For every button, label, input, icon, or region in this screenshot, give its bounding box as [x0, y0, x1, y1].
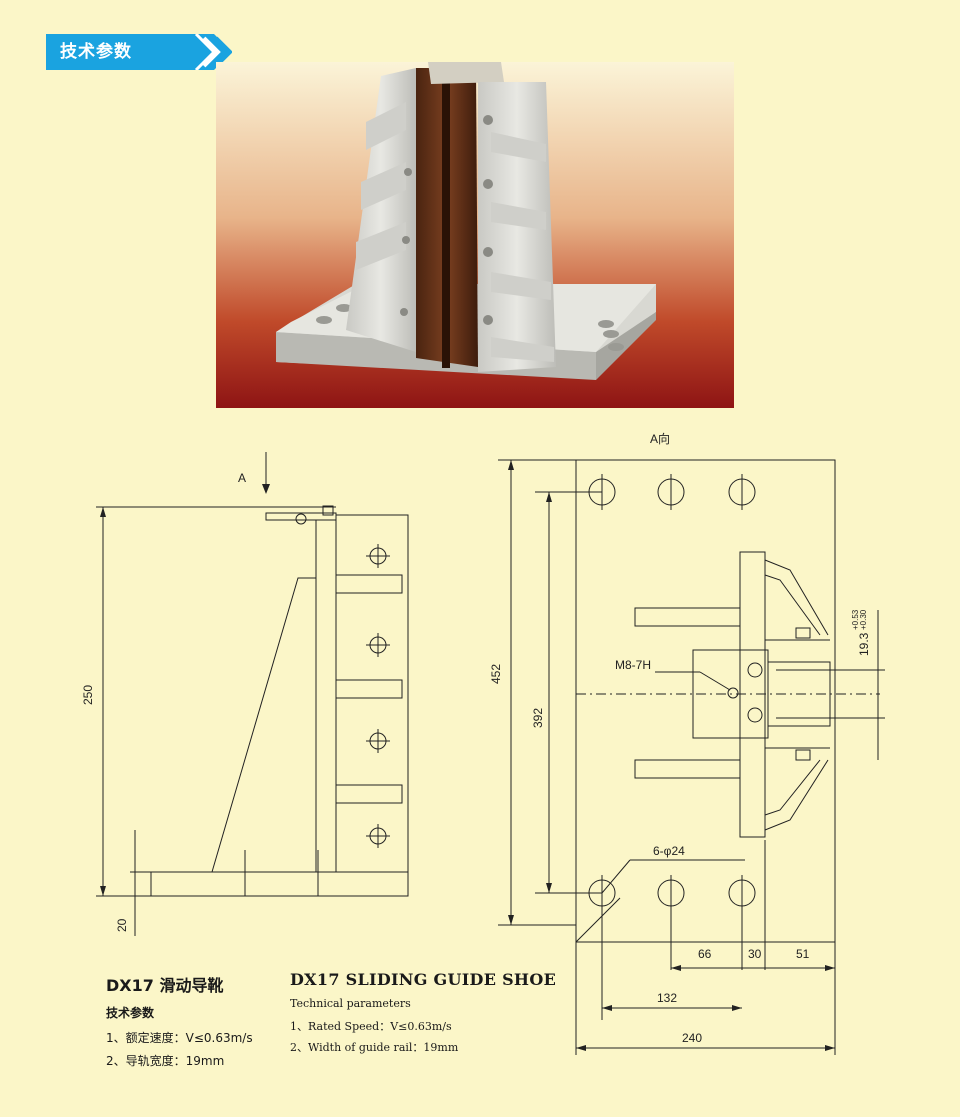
dim-250-label: 250 [81, 685, 95, 705]
caption-cn-subtitle: 技术参数 [106, 1006, 155, 1020]
banner-bar [46, 34, 196, 70]
product-photo [216, 62, 734, 408]
bolt-symbols [366, 544, 390, 848]
caption-en-line-2: 2、Width of guide rail：19mm [290, 1041, 459, 1054]
section-title: 技术参数 [60, 42, 132, 62]
thread-label: M8-7H [615, 658, 651, 672]
tolerance-upper-label: +0.53 [851, 609, 860, 630]
caption-en-line-1: 1、Rated Speed：V≤0.63m/s [290, 1020, 452, 1033]
caption-cn-title: DX17 滑动导靴 [106, 976, 224, 995]
caption-cn-line-2: 2、导轨宽度：19mm [106, 1054, 225, 1068]
dim-132-label: 132 [657, 991, 677, 1005]
chevron-arrows-icon [194, 34, 232, 70]
caption-cn-line-1: 1、额定速度：V≤0.63m/s [106, 1031, 253, 1045]
arrow-a-label: A [238, 471, 246, 485]
tolerance-base-label: 19.3 [857, 632, 871, 656]
caption-en-subtitle: Technical parameters [290, 997, 411, 1010]
caption-english: DX17 SLIDING GUIDE SHOE Technical parame… [290, 970, 556, 1060]
dim-30-label: 30 [748, 947, 762, 961]
section-banner: 技术参数 [46, 34, 232, 70]
dim-240-label: 240 [682, 1031, 702, 1045]
tolerance-lower-label: +0.30 [859, 609, 868, 630]
dim-392-label: 392 [531, 708, 545, 728]
dim-20-label: 20 [115, 918, 129, 932]
caption-chinese: DX17 滑动导靴 技术参数 1、额定速度：V≤0.63m/s 2、导轨宽度：1… [106, 972, 253, 1075]
caption-en-title: DX17 SLIDING GUIDE SHOE [290, 970, 557, 989]
mounting-holes [588, 474, 756, 1020]
dim-452-label: 452 [489, 664, 503, 684]
dim-51-label: 51 [796, 947, 810, 961]
holes-label: 6-φ24 [653, 844, 685, 858]
dim-66-label: 66 [698, 947, 712, 961]
view-a-label: A向 [650, 431, 670, 446]
